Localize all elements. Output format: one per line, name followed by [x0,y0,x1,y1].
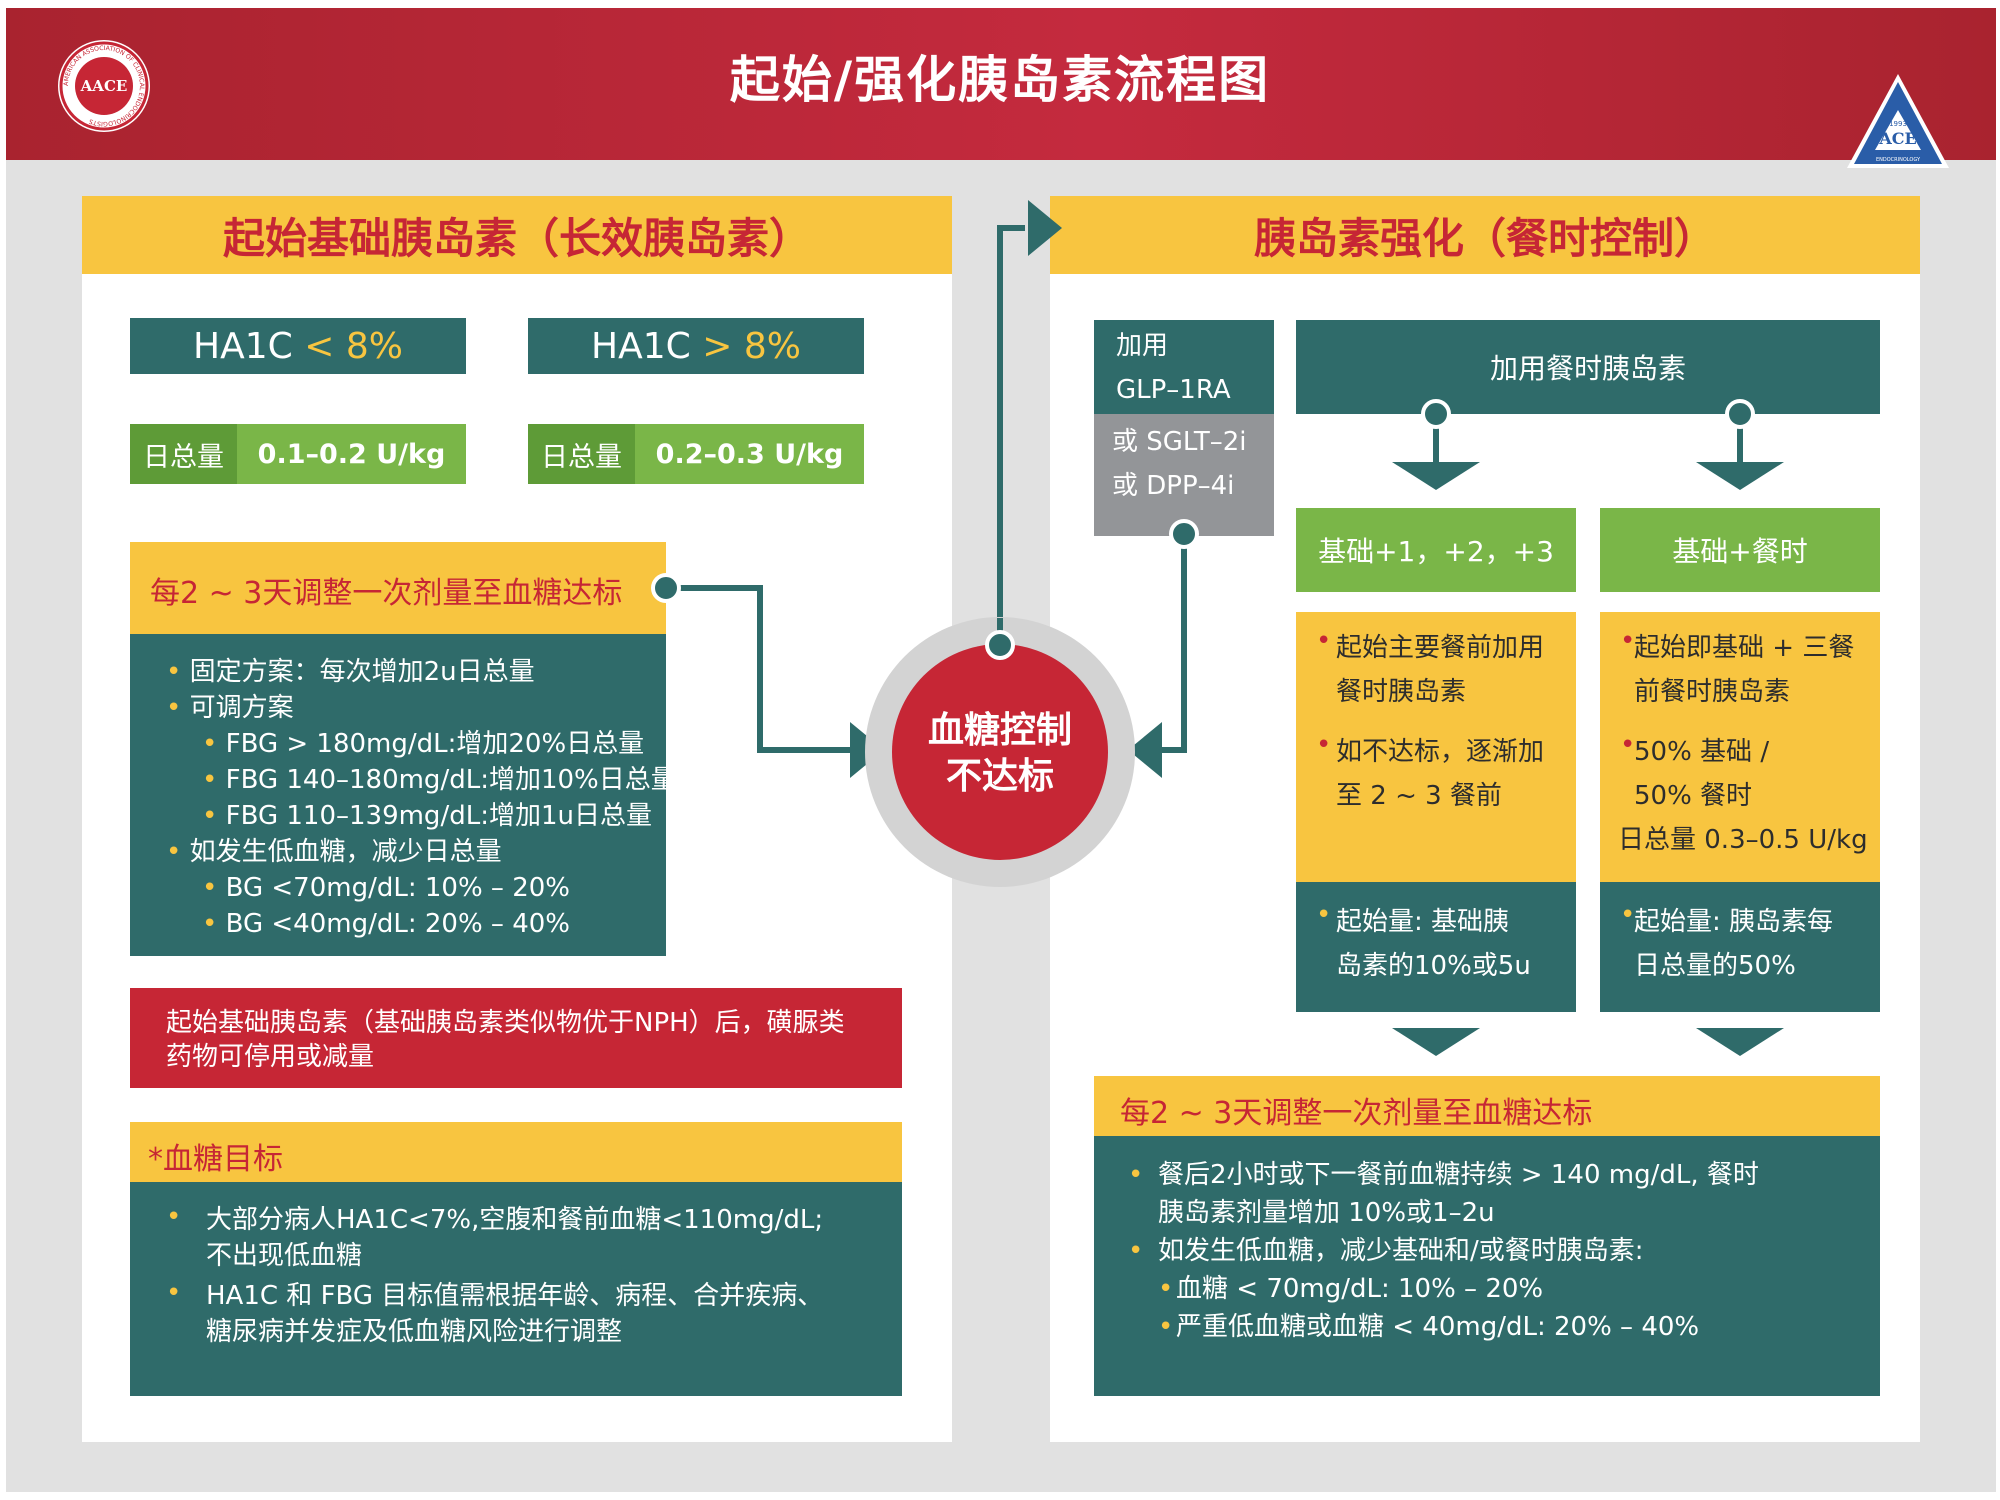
page-title: 起始/强化胰岛素流程图 [729,51,1271,109]
center-status-line1: 血糖控制 [927,710,1072,751]
list-item: •血糖 < 70mg/dL: 10% – 20% [1158,1274,1544,1304]
addon-line: GLP–1RA [1116,375,1231,405]
dose-high-label: 日总量 [528,424,635,484]
left-adjust-list: • 固定方案：每次增加2u日总量 • 可调方案 • FBG > 180mg/dL… [130,634,677,956]
list-item: •餐后2小时或下一餐前血糖持续 > 140 mg/dL, 餐时 [1128,1160,1759,1190]
dose-low-label: 日总量 [130,424,237,484]
connector-dot-icon [651,573,681,603]
svg-text:AACE: AACE [80,77,128,95]
list-item: • 可调方案 [166,693,294,723]
list-item: 胰岛素剂量增加 10%或1–2u [1158,1198,1495,1228]
left-adjust-title: 每2 ~ 3天调整一次剂量至血糖达标 [130,542,666,634]
ha1c-low-box: HA1C < 8% [130,318,466,374]
basal-bolus-start: •起始量: 胰岛素每日总量的50% [1600,882,1880,1012]
basal-bolus-header: 基础+餐时 [1600,508,1880,592]
arrow-down-icon [1392,1028,1480,1056]
center-status: 血糖控制 不达标 [900,708,1100,800]
dose-low-value: 0.1–0.2 U/kg [237,424,466,484]
connector-dot-icon [1169,519,1199,549]
left-banner-text: 起始基础胰岛素（长效胰岛素） [222,213,811,263]
connector-center-to-right [997,225,1025,645]
right-adjust-title: 每2 ~ 3天调整一次剂量至血糖达标 [1094,1076,1880,1136]
right-panel-banner: 胰岛素强化（餐时控制） [1050,196,1920,274]
ace-logo: 1993 ACE ENDOCRINOLOGY [1843,72,1953,172]
connector-left-to-center [666,585,850,753]
right-adjust-title-text: 每2 ~ 3天调整一次剂量至血糖达标 [1120,1096,1593,1131]
glucose-target-title: *血糖目标 [130,1122,902,1182]
glucose-target-list: • 大部分病人HA1C<7%,空腹和餐前血糖<110mg/dL;不出现低血糖 •… [130,1182,902,1396]
list-item: • 如发生低血糖，减少日总量 [166,837,502,867]
left-panel-banner: 起始基础胰岛素（长效胰岛素） [82,196,952,274]
list-item: • BG <70mg/dL: 10% – 20% [202,873,570,903]
arrow-left-icon [1128,722,1162,778]
mealtime-insulin-title: 加用餐时胰岛素 [1489,352,1686,385]
right-adjust-list: •餐后2小时或下一餐前血糖持续 > 140 mg/dL, 餐时 胰岛素剂量增加 … [1094,1136,1880,1396]
dose-high-value: 0.2–0.3 U/kg [635,424,864,484]
aace-logo: AMERICAN ASSOCIATION OF CLINICAL ENDOCRI… [58,40,150,132]
addon-alt-box: 或 SGLT–2i 或 DPP–4i [1094,414,1274,536]
ha1c-high-box: HA1C > 8% [528,318,864,374]
glucose-target-title-text: *血糖目标 [148,1142,283,1177]
center-status-line2: 不达标 [945,756,1054,797]
list-item: • FBG 140–180mg/dL:增加10%日总量 [202,765,677,795]
connector-dot-icon [1725,399,1755,429]
addon-line: 或 DPP–4i [1112,471,1235,501]
header-bar [6,8,1996,160]
list-item: • HA1C 和 FBG 目标值需根据年龄、病程、合并疾病、糖尿病并发症及低血糖… [166,1278,824,1347]
basal-plus-header-text: 基础+1，+2，+3 [1318,535,1554,568]
list-item: •如发生低血糖，减少基础和/或餐时胰岛素: [1128,1236,1644,1266]
aace-seal-icon: AMERICAN ASSOCIATION OF CLINICAL ENDOCRI… [59,41,149,131]
connector-addon-to-center [1145,534,1187,753]
note-line: 药物可停用或减量 [166,1042,375,1072]
ace-triangle-icon: 1993 ACE ENDOCRINOLOGY [1847,74,1949,168]
addon-line: 加用 [1116,331,1169,361]
list-item: • 大部分病人HA1C<7%,空腹和餐前血糖<110mg/dL;不出现低血糖 [166,1202,824,1271]
basal-bolus-header-text: 基础+餐时 [1672,535,1808,568]
ha1c-low-label: HA1C [193,325,293,367]
list-item: •严重低血糖或血糖 < 40mg/dL: 20% – 40% [1158,1312,1700,1342]
basal-plus-body: •起始主要餐前加用餐时胰岛素 •如不达标，逐渐加至 2 ~ 3 餐前 [1296,612,1576,882]
svg-text:ENDOCRINOLOGY: ENDOCRINOLOGY [1876,157,1921,163]
list-item: • FBG > 180mg/dL:增加20%日总量 [202,729,645,759]
connector-dot-icon [985,630,1015,660]
arrow-down-icon [1696,462,1784,490]
addon-line: 或 SGLT–2i [1112,427,1247,457]
basal-plus-header: 基础+1，+2，+3 [1296,508,1576,592]
basal-plus-start: •起始量: 基础胰岛素的10%或5u [1296,882,1576,1012]
svg-text:1993: 1993 [1889,120,1907,128]
list-item: • FBG 110–139mg/dL:增加1u日总量 [202,801,652,831]
center-circle [892,644,1108,860]
arrow-down-icon [1696,1028,1784,1056]
right-banner-text: 胰岛素强化（餐时控制） [1253,213,1716,263]
list-item: • BG <40mg/dL: 20% – 40% [202,909,570,939]
basal-bolus-body: •起始即基础 + 三餐前餐时胰岛素 •50% 基础 /50% 餐时 日总量 0.… [1600,612,1880,882]
ha1c-high-dose: 日总量 0.2–0.3 U/kg [528,424,864,484]
note-line: 起始基础胰岛素（基础胰岛素类似物优于NPH）后，磺脲类 [166,1008,845,1038]
daily-total-range: 日总量 0.3–0.5 U/kg [1618,825,1868,855]
ha1c-high-label: HA1C [591,325,691,367]
svg-text:ACE: ACE [1878,129,1916,148]
mealtime-insulin-box: 加用餐时胰岛素 [1296,320,1880,414]
ha1c-low-threshold: < 8% [304,325,403,367]
arrow-down-icon [1392,462,1480,490]
ha1c-high-threshold: > 8% [702,325,801,367]
addon-therapy-box: 加用 GLP–1RA [1094,320,1274,414]
sulfonylurea-note: 起始基础胰岛素（基础胰岛素类似物优于NPH）后，磺脲类 药物可停用或减量 [130,988,902,1088]
left-adjust-title-text: 每2 ~ 3天调整一次剂量至血糖达标 [150,576,623,611]
ha1c-low-dose: 日总量 0.1–0.2 U/kg [130,424,466,484]
arrow-right-icon [1028,200,1062,256]
connector-dot-icon [1421,399,1451,429]
list-item: • 固定方案：每次增加2u日总量 [166,657,535,687]
